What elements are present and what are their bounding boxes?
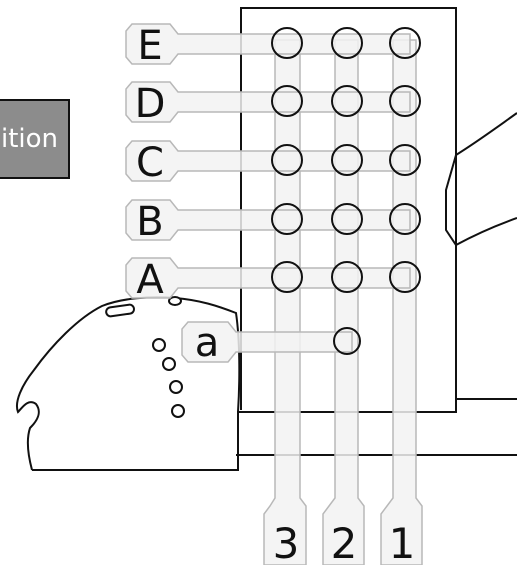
row-labels: E D C B A a — [135, 23, 220, 366]
row-label-E: E — [137, 23, 162, 69]
row-label-A: A — [136, 257, 164, 303]
front-hole — [169, 380, 183, 394]
column-label-1: 1 — [389, 519, 416, 565]
front-notch — [168, 296, 182, 306]
pin-D3 — [271, 85, 303, 117]
row-label-a: a — [195, 320, 220, 366]
row-strip-D — [125, 81, 411, 123]
column-labels: 3 2 1 — [273, 519, 416, 565]
row-strip-B — [125, 199, 411, 241]
row-strips — [125, 23, 411, 363]
pin-C2 — [331, 144, 363, 176]
row-label-B: B — [136, 199, 163, 245]
row-label-C: C — [136, 140, 164, 186]
side-bracket — [445, 112, 517, 247]
front-hole — [152, 338, 166, 352]
pin-D2 — [331, 85, 363, 117]
front-slot — [105, 303, 135, 318]
row-strip-E — [125, 23, 411, 65]
row-label-D: D — [135, 81, 166, 127]
pin-E2 — [331, 27, 363, 59]
row-strip-A — [125, 257, 411, 299]
pin-grid — [271, 27, 421, 355]
pin-A2 — [331, 261, 363, 293]
column-strip-2 — [322, 39, 365, 565]
row-strip-C — [125, 140, 411, 182]
pin-E3 — [271, 27, 303, 59]
row-strip-a — [181, 321, 353, 363]
front-hole — [162, 357, 176, 371]
pin-A3 — [271, 261, 303, 293]
pin-B1 — [389, 203, 421, 235]
pin-B3 — [271, 203, 303, 235]
column-label-2: 2 — [331, 519, 358, 565]
position-tab-label: ition — [0, 124, 58, 154]
pin-E1 — [389, 27, 421, 59]
pin-B2 — [331, 203, 363, 235]
position-tab: ition — [0, 99, 70, 179]
front-hole — [171, 404, 185, 418]
back-plate — [240, 7, 457, 410]
pin-a2 — [333, 327, 361, 355]
column-strip-3 — [263, 39, 307, 565]
pin-A1 — [389, 261, 421, 293]
column-label-3: 3 — [273, 519, 300, 565]
front-holes — [105, 296, 185, 418]
pin-C3 — [271, 144, 303, 176]
column-strips — [263, 39, 423, 565]
column-strip-1 — [380, 39, 423, 565]
pin-D1 — [389, 85, 421, 117]
front-housing — [16, 296, 241, 471]
pin-C1 — [389, 144, 421, 176]
housing-outline — [16, 7, 517, 471]
